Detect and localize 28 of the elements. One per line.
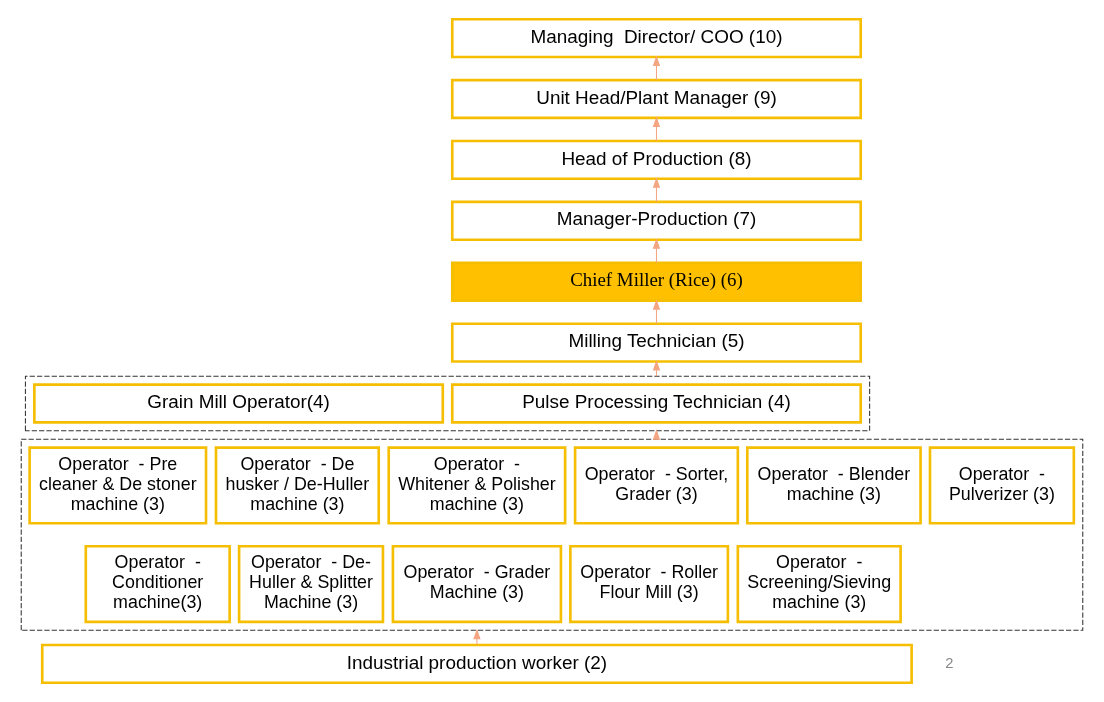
node-box: Operator - De-Huller & Splitter Machine (3) (237, 545, 385, 624)
node-box: Chief Miller (Rice) (6) (450, 261, 862, 302)
arrow (652, 238, 661, 264)
node-box: Operator - Roller Flour Mill (3) (569, 545, 730, 624)
arrow (652, 177, 661, 203)
arrow (652, 299, 661, 325)
node-box: Operator - Conditioner machine(3) (84, 545, 231, 624)
cluster (24, 375, 871, 432)
node-box: Unit Head/Plant Manager (9) (450, 78, 862, 120)
node-box: Operator - Blender machine (3) (746, 446, 922, 525)
node-box: Manager-Production (7) (450, 200, 862, 241)
node-box: Head of Production (8) (450, 139, 862, 181)
node-box: Operator - Pre cleaner & De stoner machine (3) (28, 446, 208, 525)
node-box: Industrial production worker (2) (40, 643, 913, 685)
arrow (652, 116, 661, 142)
node-box: Operator - Grader Machine (3) (391, 545, 563, 624)
node-box: Operator - Whitener & Polisher machine (3) (387, 446, 567, 525)
arrow (652, 55, 661, 81)
node-box: Operator - Pulverizer (3) (928, 446, 1076, 525)
node-box: Milling Technician (5) (450, 322, 862, 363)
cluster (20, 438, 1084, 631)
label: 2 (945, 654, 954, 671)
node-box: Operator - Screening/Sieving machine (3) (736, 545, 902, 624)
node-box: Operator - Sorter, Grader (3) (573, 446, 740, 525)
node-box: Grain Mill Operator(4) (33, 383, 445, 424)
node-box: Pulse Processing Technician (4) (450, 383, 862, 424)
node-box: Managing Director/ COO (10) (450, 17, 862, 59)
node-box: Operator - De husker / De-Huller machine (3) (214, 446, 381, 525)
